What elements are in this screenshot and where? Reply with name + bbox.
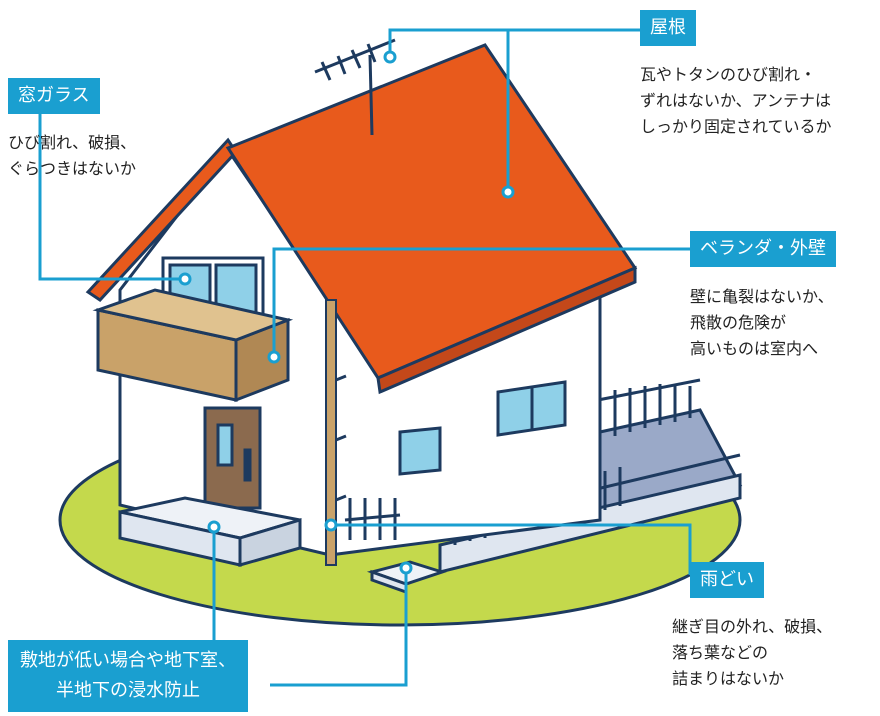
- roof-line-3: しっかり固定されているか: [640, 117, 832, 136]
- leader-dots: [178, 50, 515, 575]
- window-label: 窓ガラス: [8, 78, 100, 114]
- gutter-line-2: 落ち葉などの: [672, 643, 769, 662]
- veranda-line-1: 壁に亀裂はないか、: [690, 287, 834, 306]
- ground-line-2: 半地下の浸水防止: [56, 680, 200, 701]
- rain-gutter: [325, 299, 347, 566]
- front-step: [118, 496, 302, 567]
- veranda-label: ベランダ・外壁: [690, 231, 836, 267]
- roof-line-2: ずれはないか、アンテナは: [640, 91, 832, 110]
- roof-description: 瓦やトタンのひび割れ・ ずれはないか、アンテナは しっかり固定されているか: [640, 62, 832, 140]
- gutter-description: 継ぎ目の外れ、破損、 落ち葉などの 詰まりはないか: [672, 614, 832, 692]
- veranda-line-2: 飛散の危険が: [690, 313, 787, 332]
- veranda: [92, 288, 294, 403]
- side-window-small: [398, 426, 442, 476]
- roof-line-1: 瓦やトタンのひび割れ・: [640, 65, 817, 84]
- window-line-2: ぐらつきはないか: [8, 159, 137, 178]
- veranda-line-3: 高いものは室内へ: [690, 339, 819, 358]
- side-fence: [344, 498, 401, 540]
- front-door: [203, 406, 262, 510]
- gutter-label: 雨どい: [690, 562, 764, 598]
- ground-label: 敷地が低い場合や地下室、 半地下の浸水防止: [8, 640, 248, 712]
- window-description: ひび割れ、破損、 ぐらつきはないか: [8, 130, 136, 182]
- antenna: [314, 38, 396, 136]
- gutter-line-3: 詰まりはないか: [672, 669, 785, 688]
- veranda-description: 壁に亀裂はないか、 飛散の危険が 高いものは室内へ: [690, 284, 834, 362]
- gutter-line-1: 継ぎ目の外れ、破損、: [672, 617, 833, 636]
- ground-line-1: 敷地が低い場合や地下室、: [20, 650, 236, 671]
- leader-lines: [38, 28, 692, 687]
- side-window-large: [496, 380, 567, 437]
- roof-label: 屋根: [640, 10, 696, 46]
- window-line-1: ひび割れ、破損、: [8, 133, 137, 152]
